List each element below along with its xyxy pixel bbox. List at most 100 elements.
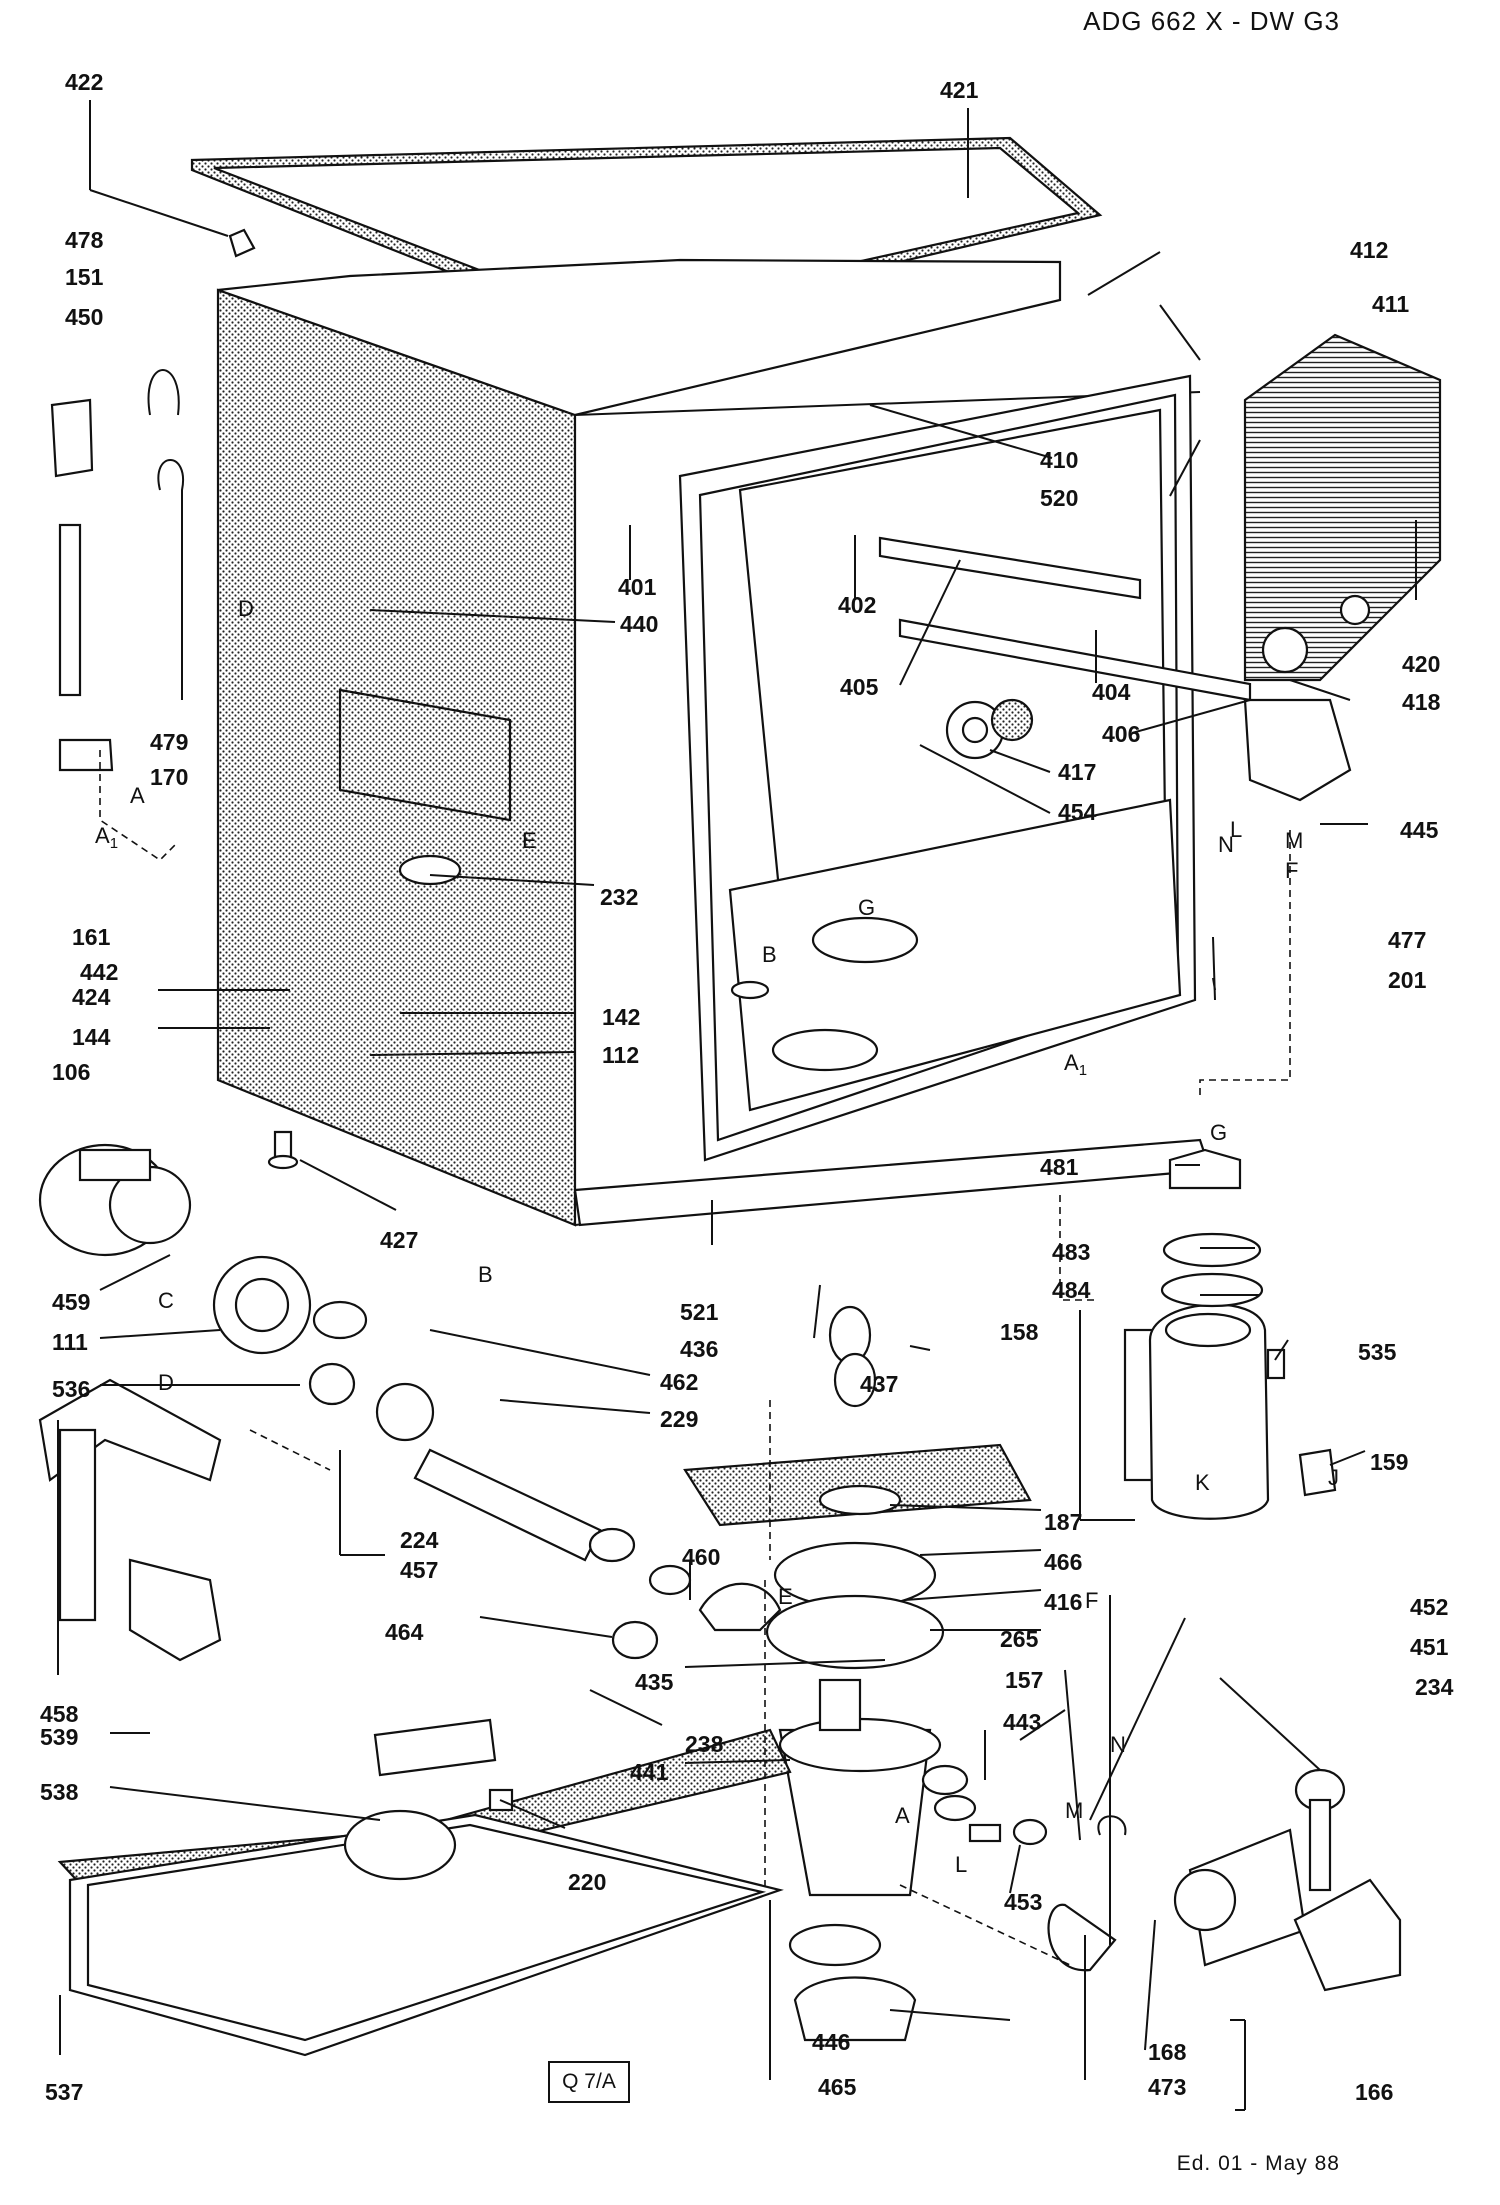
callout-229: 229 (660, 1406, 698, 1432)
letter-marker-g: G (1210, 1120, 1227, 1145)
letter-marker-b: B (762, 942, 777, 967)
letter-marker-f: F (1085, 1588, 1098, 1613)
callout-406: 406 (1102, 721, 1140, 747)
callout-458: 458 (40, 1701, 79, 1727)
callout-464: 464 (385, 1619, 424, 1645)
callout-440: 440 (620, 611, 658, 637)
callout-457: 457 (400, 1557, 438, 1583)
letter-marker-a: A (130, 783, 145, 808)
callout-520: 520 (1040, 485, 1078, 511)
callout-168: 168 (1148, 2039, 1187, 2065)
callout-106: 106 (52, 1059, 90, 1085)
letter-marker-g: G (858, 895, 875, 920)
model-header: ADG 662 X - DW G3 (1083, 6, 1340, 36)
letter-marker-a: A (895, 1803, 910, 1828)
callout-473: 473 (1148, 2074, 1186, 2100)
callout-417: 417 (1058, 759, 1096, 785)
callout-166: 166 (1355, 2079, 1393, 2105)
callout-220: 220 (568, 1869, 606, 1895)
letter-marker-f: F (1285, 858, 1298, 883)
letter-marker-k: K (1195, 1470, 1210, 1495)
letter-marker-c: C (158, 1288, 174, 1313)
callout-234: 234 (1415, 1674, 1454, 1700)
letter-marker-d: D (238, 596, 254, 621)
callout-454: 454 (1058, 799, 1097, 825)
callout-442: 442 (80, 959, 118, 985)
letter-marker-m: M (1285, 828, 1303, 853)
callout-479: 479 (150, 729, 188, 755)
leader-lines (57, 100, 1417, 2111)
callout-418: 418 (1402, 689, 1441, 715)
callout-451: 451 (1410, 1634, 1449, 1660)
callout-170: 170 (150, 764, 188, 790)
callout-466: 466 (1044, 1549, 1082, 1575)
callout-265: 265 (1000, 1626, 1039, 1652)
callout-537: 537 (45, 2079, 83, 2105)
letter-marker-e: E (778, 1584, 793, 1609)
letter-marker-a1: A1 (95, 823, 118, 852)
callout-427: 427 (380, 1227, 418, 1253)
callout-404: 404 (1092, 679, 1131, 705)
callout-450: 450 (65, 304, 103, 330)
callout-459: 459 (52, 1289, 90, 1315)
callout-477: 477 (1388, 927, 1426, 953)
callout-224: 224 (400, 1527, 439, 1553)
callout-411: 411 (1372, 291, 1409, 317)
callout-159: 159 (1370, 1449, 1408, 1475)
callout-536: 536 (52, 1376, 90, 1402)
callout-478: 478 (65, 227, 104, 253)
callout-422: 422 (65, 69, 103, 95)
callout-421: 421 (940, 77, 979, 103)
callout-453: 453 (1004, 1889, 1042, 1915)
callout-484: 484 (1052, 1277, 1091, 1303)
letter-marker-d: D (158, 1370, 174, 1395)
letter-marker-n: N (1218, 832, 1234, 857)
callout-435: 435 (635, 1669, 674, 1695)
callout-424: 424 (72, 984, 111, 1010)
edition-footer: Ed. 01 - May 88 (1176, 2152, 1340, 2175)
callout-112: 112 (602, 1042, 639, 1068)
letter-marker-n: N (1110, 1732, 1126, 1757)
callout-538: 538 (40, 1779, 79, 1805)
callout-446: 446 (812, 2029, 850, 2055)
callout-111: 111 (52, 1329, 88, 1355)
callout-462: 462 (660, 1369, 698, 1395)
callout-201: 201 (1388, 967, 1427, 993)
letter-marker-l: L (955, 1852, 967, 1877)
callout-158: 158 (1000, 1319, 1039, 1345)
callout-161: 161 (72, 924, 111, 950)
letter-marker-j: J (1328, 1465, 1339, 1490)
callout-535: 535 (1358, 1339, 1397, 1365)
callout-445: 445 (1400, 817, 1439, 843)
callout-142: 142 (602, 1004, 640, 1030)
callout-443: 443 (1003, 1709, 1041, 1735)
letter-marker-b: B (478, 1262, 493, 1287)
letter-marker-m: M (1065, 1798, 1083, 1823)
letter-marker-e: E (522, 828, 537, 853)
callout-465: 465 (818, 2074, 857, 2100)
callout-452: 452 (1410, 1594, 1448, 1620)
callout-539: 539 (40, 1724, 78, 1750)
callout-483: 483 (1052, 1239, 1090, 1265)
callout-441: 441 (630, 1759, 669, 1785)
callout-238: 238 (685, 1731, 724, 1757)
callout-405: 405 (840, 674, 879, 700)
callout-157: 157 (1005, 1667, 1043, 1693)
letter-marker-l: L (1230, 817, 1242, 842)
callout-481: 481 (1040, 1154, 1079, 1180)
reference-box: Q 7/A (548, 2061, 630, 2103)
callout-420: 420 (1402, 651, 1440, 677)
callout-436: 436 (680, 1336, 718, 1362)
callout-437: 437 (860, 1371, 898, 1397)
callout-410: 410 (1040, 447, 1078, 473)
callout-521: 521 (680, 1299, 719, 1325)
callout-460: 460 (682, 1544, 720, 1570)
callout-412: 412 (1350, 237, 1388, 263)
drawing-artwork (38, 136, 1442, 2057)
callout-402: 402 (838, 592, 876, 618)
callout-144: 144 (72, 1024, 111, 1050)
